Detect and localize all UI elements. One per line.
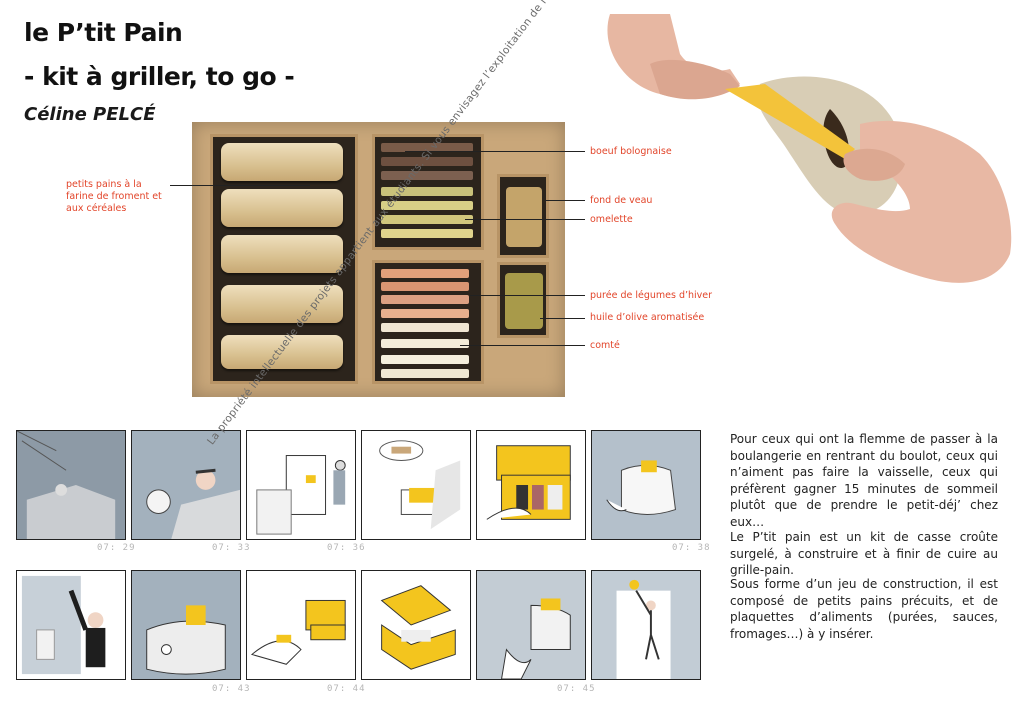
- bread-roll: [221, 335, 343, 369]
- herbs-compartment: [497, 262, 549, 338]
- storyboard-frame-man-leaving: [16, 570, 126, 680]
- page-subtitle: - kit à griller, to go -: [24, 62, 295, 91]
- page-title: le P’tit Pain: [24, 18, 183, 47]
- bread-roll: [221, 285, 343, 323]
- time-label: 07: 29: [97, 543, 136, 553]
- time-label: 07: 38: [672, 543, 711, 553]
- storyboard-frame-thinking-kit: [361, 430, 471, 540]
- storyboard-frame-toaster-hand: [591, 430, 701, 540]
- bread-roll: [221, 143, 343, 181]
- time-label: 07: 36: [327, 543, 366, 553]
- label-huile: huile d’olive aromatisée: [590, 312, 705, 323]
- storyboard-frame-fridge: [246, 430, 356, 540]
- author-name: Céline PELCÉ: [24, 104, 156, 125]
- label-puree: purée de légumes d’hiver: [590, 290, 713, 301]
- storyboard-frame-man-on-wall: [591, 570, 701, 680]
- storyboard-frame-sleeping-night: [16, 430, 126, 540]
- bread-roll: [221, 189, 343, 227]
- time-label: 07: 45: [557, 684, 596, 694]
- bread-compartment: [210, 134, 358, 384]
- sauce-compartment: [497, 174, 549, 258]
- storyboard-frame-open-yellow-box: [476, 430, 586, 540]
- label-comte: comté: [590, 340, 620, 351]
- paragraph-composition: Sous forme d’un jeu de construction, il …: [730, 577, 998, 641]
- bread-roll: [221, 235, 343, 273]
- label-omelette: omelette: [590, 214, 633, 225]
- time-label: 07: 33: [212, 543, 251, 553]
- slices-compartment-top: [372, 134, 484, 250]
- label-fond-de-veau: fond de veau: [590, 195, 653, 206]
- time-label: 07: 43: [212, 684, 251, 694]
- label-bread: petits pains à la farine de froment et a…: [66, 179, 162, 214]
- storyboard-frame-hand-toaster: [476, 570, 586, 680]
- storyboard-frame-alarm: [131, 430, 241, 540]
- hands-holding-bread-photo: [607, 14, 1012, 283]
- time-label: 07: 44: [327, 684, 366, 694]
- storyboard-frame-toaster: [131, 570, 241, 680]
- paragraph-intro: Pour ceux qui ont la flemme de passer à …: [730, 432, 998, 529]
- storyboard-frame-yellow-box: [361, 570, 471, 680]
- label-boeuf: boeuf bolognaise: [590, 146, 672, 157]
- paragraph-concept: Le P’tit pain est un kit de casse croûte…: [730, 530, 998, 577]
- storyboard-frame-box-on-table: [246, 570, 356, 680]
- kit-box-photo: [192, 122, 565, 397]
- slices-compartment-bottom: [372, 260, 484, 384]
